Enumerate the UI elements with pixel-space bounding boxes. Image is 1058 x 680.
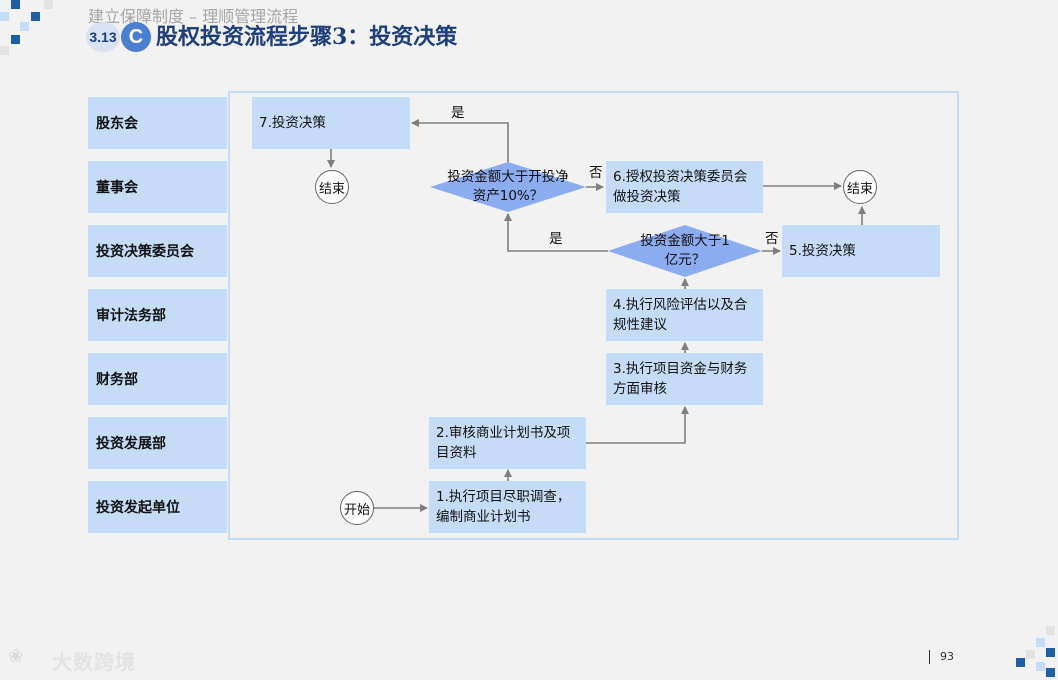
- breadcrumb: 建立保障制度 – 理顺管理流程: [88, 7, 299, 26]
- diagram-frame: [228, 91, 959, 540]
- step4-box: 4.执行风险评估以及合规性建议: [606, 289, 763, 341]
- connector-step2-to-step3: [586, 406, 689, 444]
- end-node: 结束: [843, 170, 877, 204]
- section-letter-badge: C: [121, 22, 151, 52]
- step2-box: 2.审核商业计划书及项目资料: [429, 417, 586, 469]
- branch-label-yes: 是: [451, 105, 465, 121]
- step5-box: 5.投资决策: [782, 225, 940, 277]
- step3-box: 3.执行项目资金与财务方面审核: [606, 353, 763, 405]
- decision-diamond-net-assets: [430, 162, 586, 212]
- logo-icon: ❀: [8, 646, 24, 667]
- lane-label: 投资发展部: [88, 417, 227, 469]
- connector-decision2-yes: [411, 119, 509, 162]
- page-title: 股权投资流程步骤3：投资决策: [156, 24, 458, 50]
- page-number: 93: [940, 650, 954, 663]
- watermark-logo: 大数跨境: [52, 650, 136, 674]
- decision-net-assets-text: 投资金额大于开投净资产10%？: [447, 169, 569, 204]
- branch-label-yes: 是: [549, 231, 563, 247]
- end-node: 结束: [315, 170, 349, 204]
- corner-decoration: [1000, 622, 1058, 680]
- section-number-badge: 3.13: [86, 22, 120, 52]
- page-divider: [929, 650, 930, 664]
- lane-label: 股东会: [88, 97, 227, 149]
- step7-box: 7.投资决策: [252, 97, 410, 149]
- start-node: 开始: [340, 491, 374, 525]
- branch-label-no: 否: [765, 231, 779, 247]
- branch-label-no: 否: [589, 165, 603, 181]
- lane-label: 财务部: [88, 353, 227, 405]
- lane-label: 投资发起单位: [88, 481, 227, 533]
- lane-label: 董事会: [88, 161, 227, 213]
- step6-box: 6.授权投资决策委员会做投资决策: [606, 161, 763, 213]
- decision-diamond-amount: [608, 225, 762, 277]
- connector-decision1-yes: [504, 213, 608, 252]
- step1-box: 1.执行项目尽职调查，编制商业计划书: [429, 481, 586, 533]
- decision-amount-text: 投资金额大于1亿元？: [640, 233, 730, 268]
- lane-label: 审计法务部: [88, 289, 227, 341]
- lane-label: 投资决策委员会: [88, 225, 227, 277]
- corner-decoration: [0, 0, 60, 56]
